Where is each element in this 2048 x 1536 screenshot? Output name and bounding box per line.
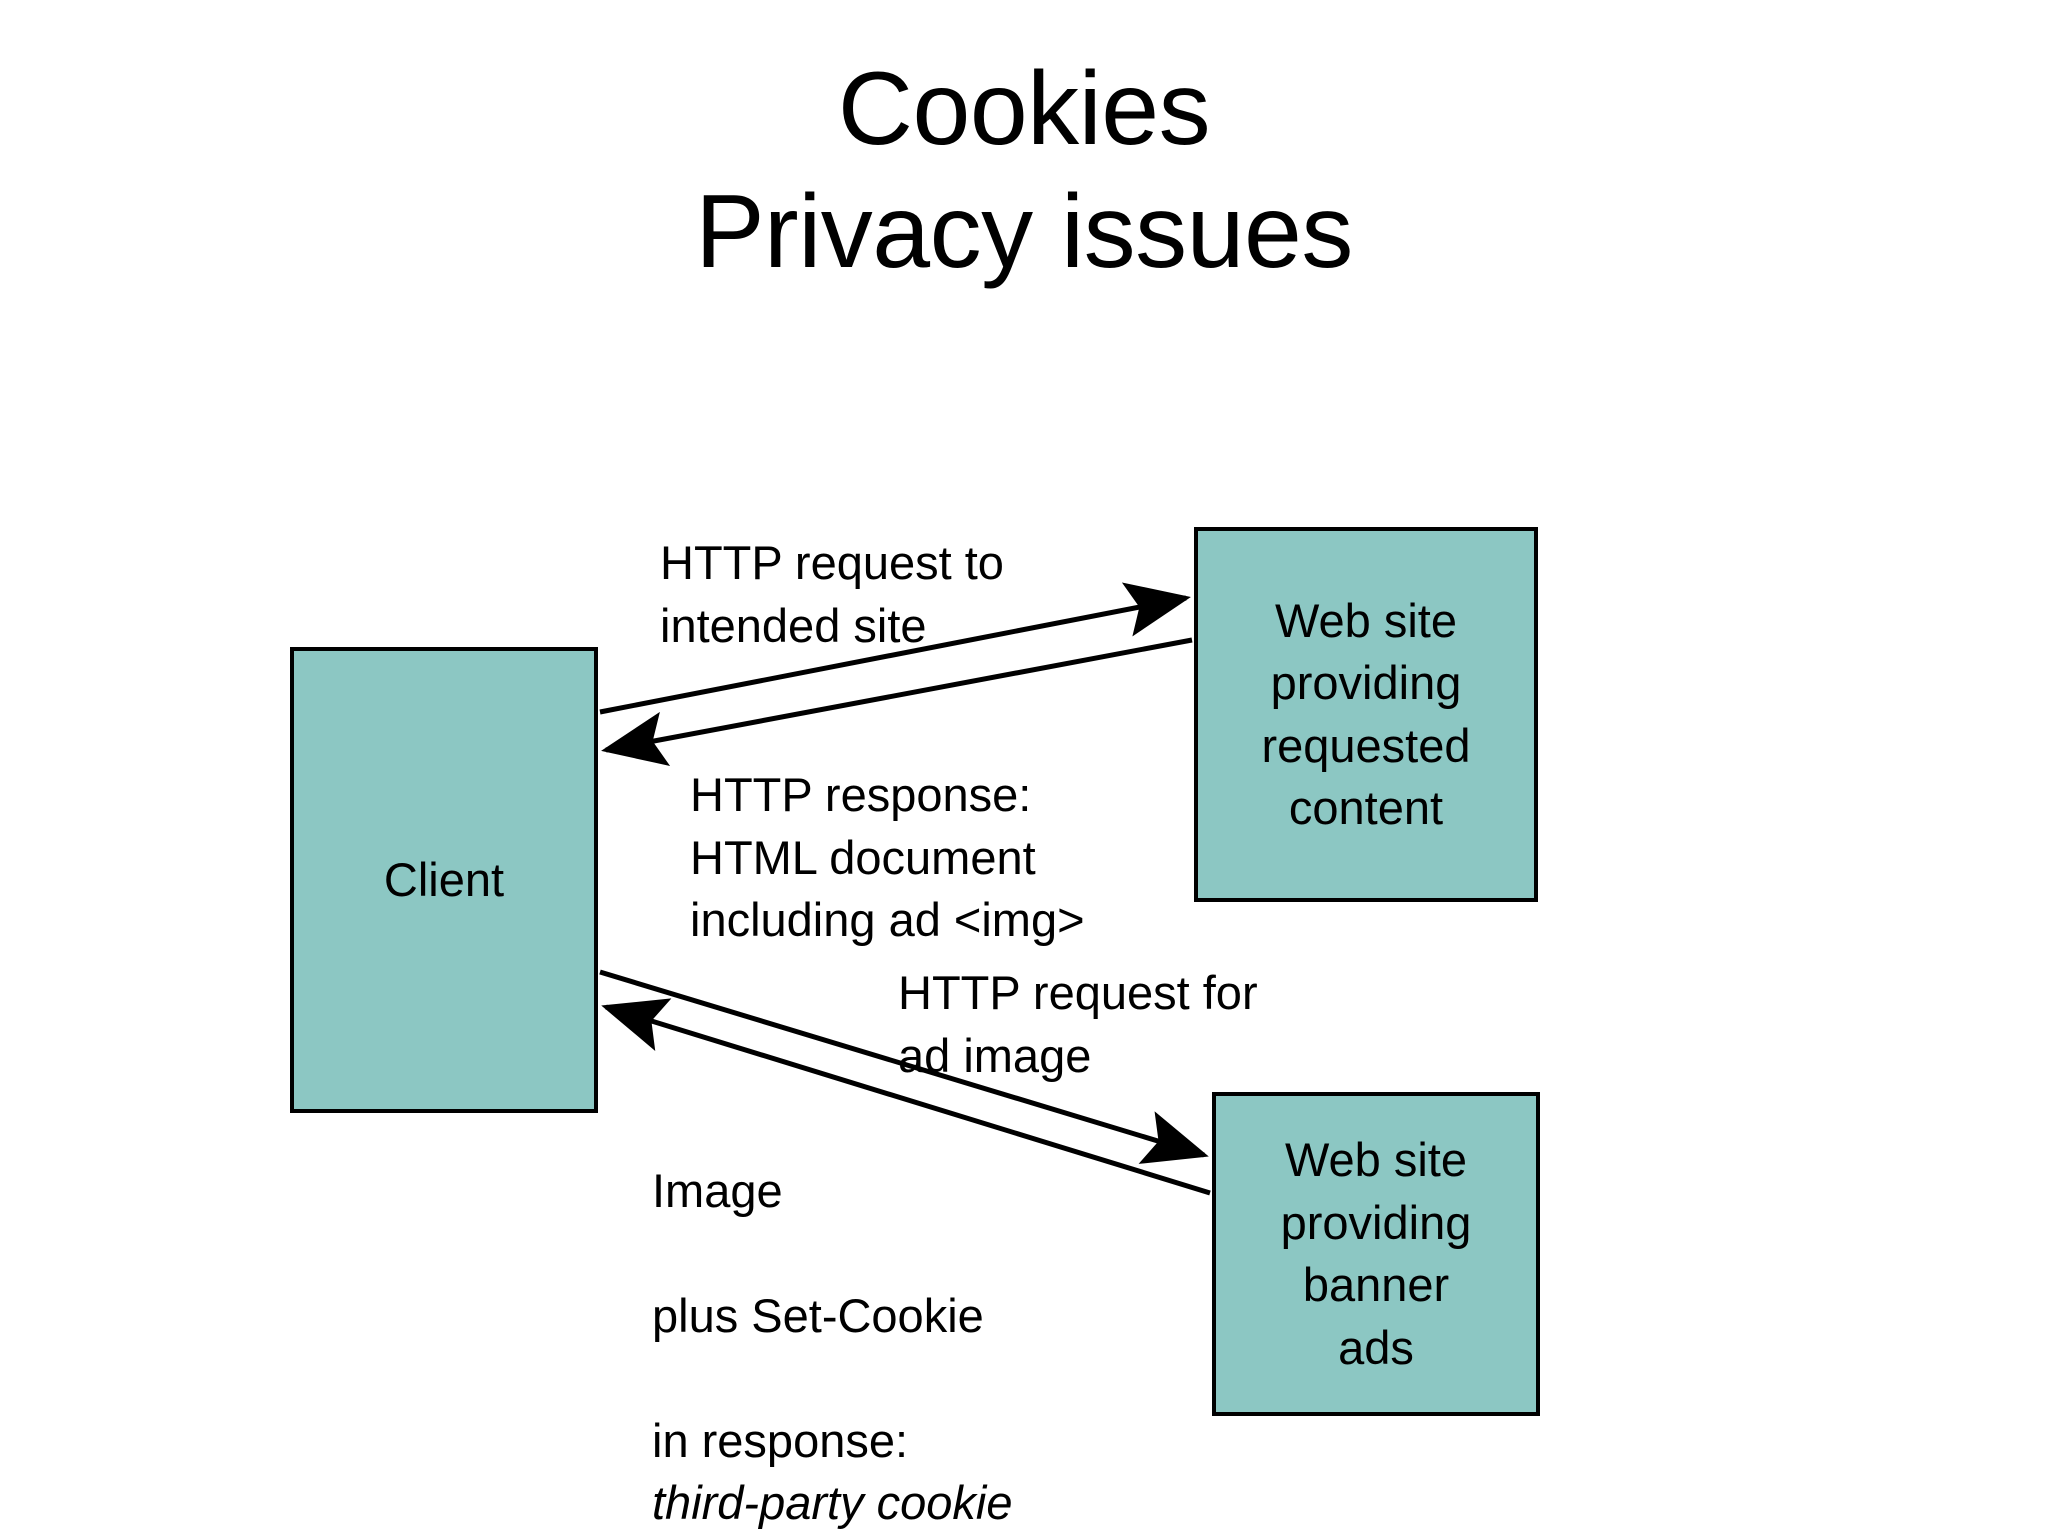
node-content-site[interactable]: Web site providing requested content <box>1194 527 1538 902</box>
node-client-label: Client <box>383 852 505 906</box>
edge-label-image-line-3: in response: <box>652 1413 909 1467</box>
edge-label-request-for-ad: HTTP request for ad image <box>898 966 1258 1082</box>
node-content-site-label: Web site providing requested content <box>1261 593 1471 835</box>
edge-label-image-set-cookie: Image plus Set-Cookie in response: third… <box>652 1097 1013 1536</box>
title-line-1: Cookies <box>837 51 1211 167</box>
node-ad-site[interactable]: Web site providing banner ads <box>1212 1092 1540 1416</box>
node-client[interactable]: Client <box>290 647 598 1113</box>
node-ad-site-label: Web site providing banner ads <box>1280 1133 1472 1374</box>
edge-label-response-html: HTTP response: HTML document including a… <box>690 768 1085 946</box>
edge-label-image-line-1: Image <box>652 1163 783 1217</box>
edge-label-image-line-2: plus Set-Cookie <box>652 1288 984 1342</box>
edge-label-request-to-site: HTTP request to intended site <box>660 536 1004 652</box>
edge-label-third-party-cookie: third-party cookie <box>652 1476 1013 1529</box>
page-title: Cookies Privacy issues <box>0 48 2048 293</box>
title-line-2: Privacy issues <box>695 173 1353 290</box>
